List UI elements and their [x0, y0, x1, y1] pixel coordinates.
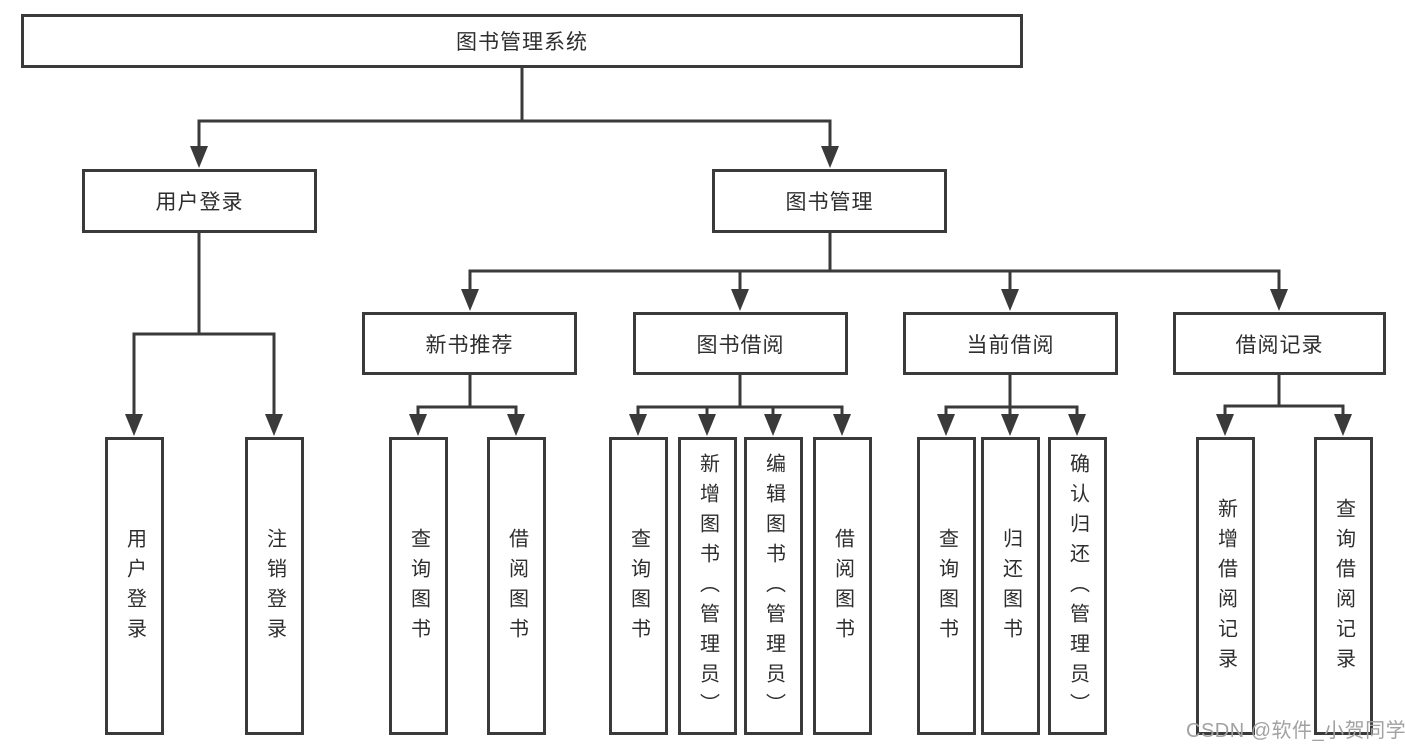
node-user-login: 用户登录: [82, 169, 317, 233]
node-leaf-logout-login: 注销登录: [245, 437, 304, 735]
node-leaf-query-books-borrow: 查询图书: [609, 437, 668, 735]
node-leaf-edit-books-admin: 编辑图书（管理员）: [744, 437, 803, 735]
node-leaf-add-borrow-record: 新增借阅记录: [1196, 437, 1255, 735]
node-leaf-query-books-current: 查询图书: [917, 437, 976, 735]
node-leaf-borrow-books: 借阅图书: [813, 437, 872, 735]
node-leaf-user-login: 用户登录: [105, 437, 164, 735]
node-book-borrow: 图书借阅: [633, 312, 848, 375]
node-book-management: 图书管理: [712, 169, 947, 233]
node-borrow-records: 借阅记录: [1173, 312, 1386, 375]
node-leaf-add-books-admin: 新增图书（管理员）: [678, 437, 737, 735]
node-leaf-confirm-return-admin: 确认归还（管理员）: [1048, 437, 1107, 735]
node-leaf-query-borrow-record: 查询借阅记录: [1314, 437, 1373, 735]
node-root: 图书管理系统: [21, 14, 1023, 68]
node-leaf-borrow-books-recommend: 借阅图书: [487, 437, 546, 735]
watermark-text: CSDN @软件_小贺同学: [1186, 720, 1405, 742]
node-leaf-return-books: 归还图书: [981, 437, 1040, 735]
node-new-book-recommend: 新书推荐: [362, 312, 577, 375]
node-leaf-query-books-recommend: 查询图书: [389, 437, 448, 735]
node-current-borrow: 当前借阅: [903, 312, 1118, 375]
